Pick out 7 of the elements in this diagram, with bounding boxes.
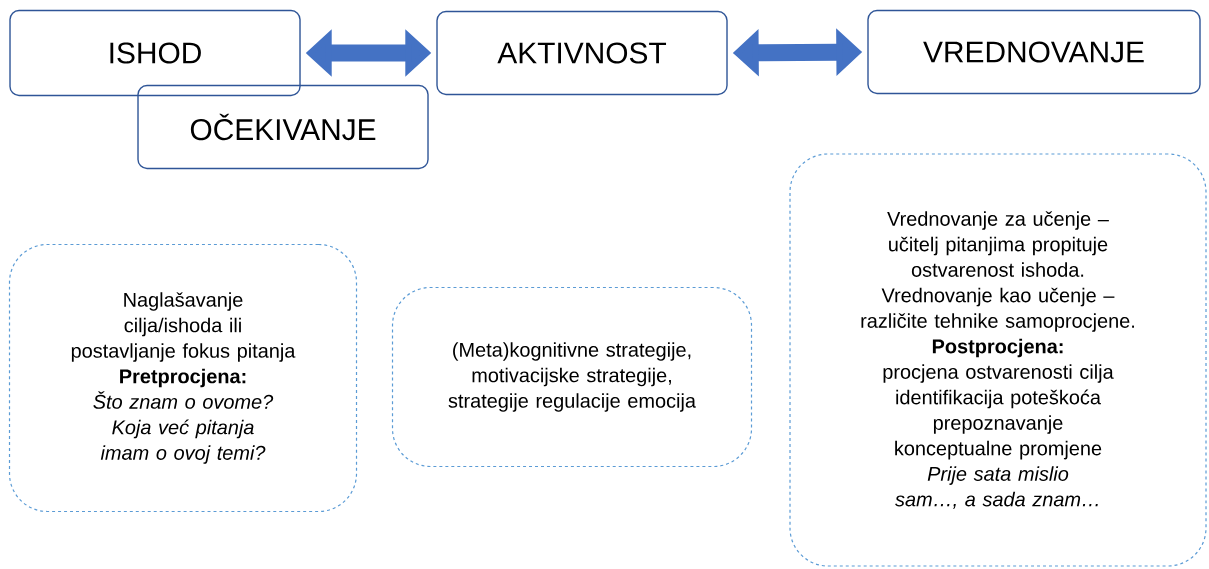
note-box: Naglašavanje cilja/ishoda ili postavljanje fokus pitanja Pretprocjena: Što znam o ovome? Koja već pitanja imam o ovoj temi? xyxy=(8,243,358,513)
note-box: (Meta)kognitivne strategije, motivacijske strategije, strategije regulacije emocija xyxy=(391,286,753,468)
note-box: Vrednovanje za učenje – učitelj pitanjima propituje ostvarenost ishoda. Vrednovanje kao učenje – različite tehnike samoprocjene. Postprocjena: procjena ostvarenosti cilja identifikacija poteškoća prepoznavanje konceptualne promjene Prije sata mislio sam…, a sada znam… xyxy=(789,153,1207,567)
label-box: VREDNOVANJE xyxy=(867,9,1201,95)
label-box: ISHOD xyxy=(9,9,301,97)
label-box: OČEKIVANJE xyxy=(137,84,429,170)
label-box: AKTIVNOST xyxy=(436,10,728,96)
